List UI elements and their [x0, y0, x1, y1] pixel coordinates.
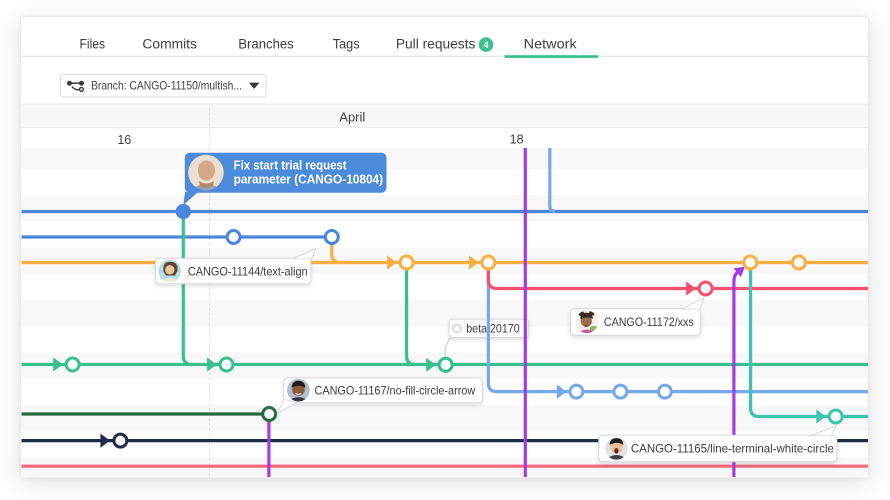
svg-text:CANGO-11144/text-align: CANGO-11144/text-align: [188, 265, 308, 279]
svg-text:parameter (CANGO-10804): parameter (CANGO-10804): [234, 172, 384, 187]
svg-text:Tags: Tags: [333, 37, 360, 52]
svg-text:Files: Files: [80, 37, 106, 52]
svg-text:CANGO-11165/line-terminal-whit: CANGO-11165/line-terminal-white-circle: [631, 442, 834, 456]
svg-text:16: 16: [117, 133, 131, 147]
svg-text:beta 20170: beta 20170: [466, 324, 520, 336]
svg-text:Commits: Commits: [142, 37, 197, 52]
svg-text:Pull requests: Pull requests: [396, 37, 476, 52]
svg-text:CANGO-11172/xxs: CANGO-11172/xxs: [604, 315, 694, 329]
svg-text:April: April: [339, 109, 365, 124]
svg-text:18: 18: [510, 132, 524, 146]
svg-text:Fix start trial request: Fix start trial request: [234, 157, 348, 172]
svg-text:4: 4: [483, 40, 488, 50]
svg-text:Branch: CANGO-11150/multish...: Branch: CANGO-11150/multish...: [91, 79, 242, 93]
svg-text:CANGO-11167/no-fill-circle-arr: CANGO-11167/no-fill-circle-arrow: [315, 384, 476, 398]
svg-text:Branches: Branches: [238, 37, 294, 52]
svg-text:Network: Network: [524, 37, 577, 52]
